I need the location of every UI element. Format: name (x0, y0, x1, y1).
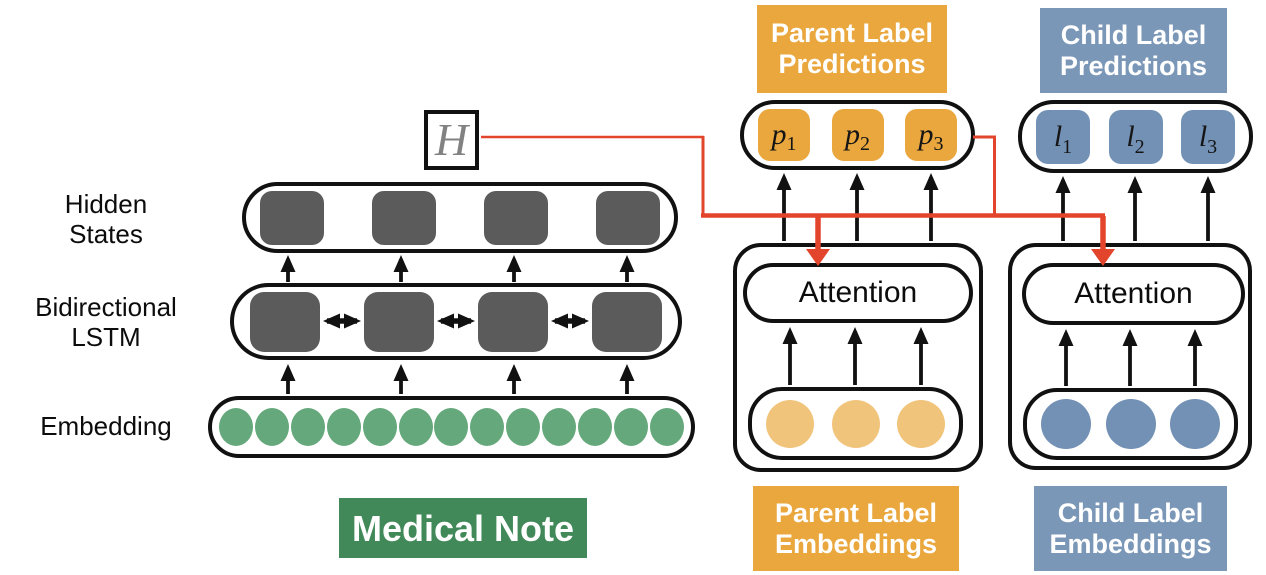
lstm-cell (364, 291, 434, 352)
hidden-states-row (246, 186, 674, 249)
child-attention-pill: Attention (1022, 263, 1245, 325)
hidden-state-cell (260, 190, 324, 245)
embedding-dot (398, 408, 433, 446)
l1-base: l (1053, 119, 1063, 153)
child-footer-line2: Embeddings (1049, 528, 1212, 559)
embedding-label: Embedding (0, 411, 212, 441)
l2-sub: 2 (1134, 135, 1145, 158)
hidden-state-cell (596, 190, 660, 245)
embedding-dot (542, 408, 577, 446)
medical-note-text: Medical Note (351, 507, 575, 549)
l3-sub: 3 (1207, 135, 1218, 158)
lstm-cell (478, 291, 548, 352)
hidden-state-cell (372, 190, 436, 245)
parent-embedding-circle (831, 399, 880, 448)
p3-base: p (918, 118, 934, 151)
l2-base: l (1126, 119, 1135, 153)
bidirectional-lstm-label-line1: Bidirectional (35, 292, 177, 322)
parent-embedding-circle (897, 399, 945, 448)
parent-label-embeddings-plate: Parent Label Embeddings (753, 486, 959, 571)
hidden-state-cell (484, 190, 548, 245)
parent-embedding-circle (766, 399, 814, 448)
parent-footer-line2: Embeddings (774, 528, 937, 559)
embedding-row (212, 400, 691, 454)
parent-embeddings-pill (748, 387, 963, 460)
parent-footer-line1: Parent Label (774, 497, 938, 528)
hidden-states-container (242, 182, 678, 253)
embedding-dot (506, 408, 541, 446)
embedding-dot (578, 408, 613, 446)
p1-sub: 1 (786, 133, 797, 155)
child-label-predictions-plate: Child Label Predictions (1040, 8, 1227, 93)
embedding-dot (254, 408, 289, 446)
embedding-label-line1: Embedding (40, 411, 172, 441)
embedding-container (208, 396, 695, 458)
embedding-dot (613, 408, 648, 446)
embedding-to-lstm-arrows (280, 364, 635, 394)
lstm-cell (592, 291, 662, 352)
parent-attention-text: Attention (798, 276, 918, 309)
p1-base: p (771, 118, 787, 151)
hidden-states-label-line1: Hidden (64, 189, 148, 219)
bidirectional-lstm-label: Bidirectional LSTM (0, 292, 212, 352)
embedding-dot (326, 408, 361, 446)
parent-attention-to-predictions-arrows (776, 173, 939, 241)
embedding-dot (649, 408, 684, 446)
bidirectional-lstm-label-line2: LSTM (71, 322, 141, 352)
embedding-dot (362, 408, 397, 446)
child-footer-line1: Child Label (1057, 497, 1204, 528)
hidden-states-label: Hidden States (0, 189, 212, 249)
p3-sub: 3 (933, 133, 944, 155)
p2-sub: 2 (860, 133, 870, 155)
parent-header-line1: Parent Label (770, 18, 934, 48)
embedding-dot (290, 408, 325, 446)
bilstm-container (230, 283, 682, 360)
lstm-cell (250, 291, 320, 352)
lstm-to-hidden-arrows (280, 255, 635, 282)
child-embedding-circle (1041, 399, 1091, 449)
bilstm-row (234, 287, 678, 356)
child-embedding-circle (1105, 399, 1156, 449)
child-header-line1: Child Label (1060, 19, 1207, 50)
l1-sub: 1 (1062, 135, 1073, 158)
child-header-line2: Predictions (1059, 50, 1208, 81)
embedding-dot (470, 408, 505, 446)
medical-note-plate: Medical Note (339, 498, 587, 558)
parent-label-predictions-plate: Parent Label Predictions (757, 5, 947, 93)
document-representation-box: H (424, 110, 479, 170)
l3-base: l (1198, 119, 1208, 153)
hidden-states-label-line2: States (69, 219, 143, 249)
child-embeddings-pill (1023, 388, 1238, 460)
embedding-dot (434, 408, 469, 446)
parent-embeddings-row (752, 391, 959, 456)
parent-header-line2: Predictions (778, 49, 926, 79)
p2-base: p (845, 118, 860, 151)
child-attention-text: Attention (1074, 277, 1193, 310)
h-symbol: H (434, 114, 469, 165)
child-attention-to-predictions-arrows (1055, 176, 1216, 241)
embedding-dot (219, 408, 253, 446)
child-label-embeddings-plate: Child Label Embeddings (1034, 486, 1227, 571)
child-embedding-circle (1170, 399, 1220, 449)
child-embeddings-row (1027, 392, 1234, 456)
parent-attention-pill: Attention (743, 263, 973, 323)
